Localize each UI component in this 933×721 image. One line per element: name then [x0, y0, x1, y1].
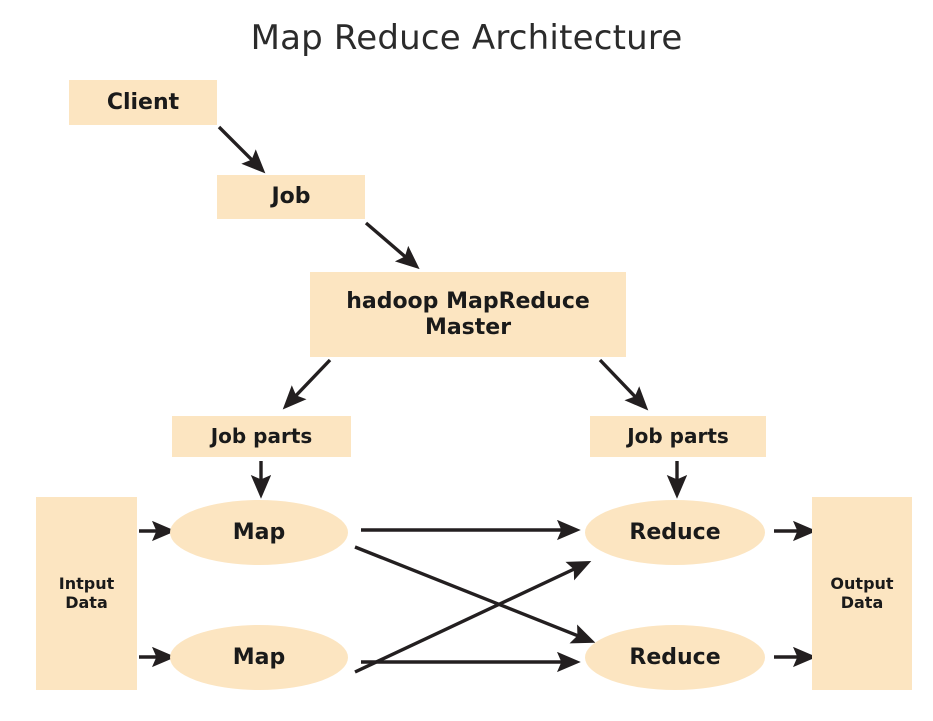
edge-master-to-job-parts-right	[598, 358, 649, 411]
node-job-parts-right-label: Job parts	[627, 423, 729, 448]
node-input-data-label: Intput Data	[58, 573, 115, 612]
node-reduce-1[interactable]: Reduce	[585, 500, 765, 565]
node-job-parts-left[interactable]: Job parts	[172, 416, 351, 457]
node-hadoop-mapreduce-master[interactable]: hadoop MapReduce Master	[310, 272, 626, 357]
node-job-parts-left-label: Job parts	[210, 423, 313, 448]
node-client-label: Client	[106, 89, 180, 115]
edge-client-to-job	[217, 125, 266, 174]
node-map-2-label: Map	[232, 644, 286, 670]
node-reduce-1-label: Reduce	[629, 519, 721, 545]
node-job-label: Job	[271, 184, 311, 210]
node-job[interactable]: Job	[217, 175, 365, 219]
edge-job-to-master	[364, 221, 420, 270]
node-map-1[interactable]: Map	[170, 500, 348, 565]
node-job-parts-right[interactable]: Job parts	[590, 416, 766, 457]
edge-map-1-to-reduce-2	[354, 545, 596, 644]
page-title: Map Reduce Architecture	[250, 18, 683, 58]
edge-master-to-job-parts-left	[282, 358, 332, 410]
node-client[interactable]: Client	[69, 80, 217, 125]
node-input-data[interactable]: Intput Data	[36, 497, 137, 690]
node-output-data-label: Output Data	[830, 573, 894, 612]
node-output-data[interactable]: Output Data	[812, 497, 912, 690]
edge-map-2-to-reduce-1	[354, 560, 592, 674]
node-reduce-2[interactable]: Reduce	[585, 625, 765, 690]
node-map-2[interactable]: Map	[170, 625, 348, 690]
node-map-1-label: Map	[232, 519, 286, 545]
node-master-label: hadoop MapReduce Master	[346, 288, 590, 340]
node-reduce-2-label: Reduce	[629, 644, 721, 670]
